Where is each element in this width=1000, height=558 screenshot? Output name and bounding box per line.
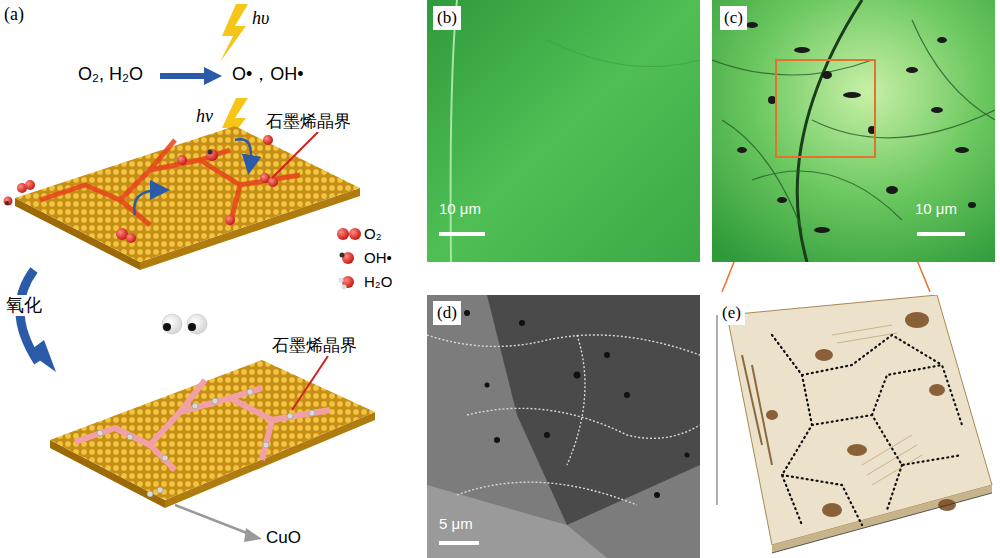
radical-label: O•，OH• [232, 64, 304, 85]
micrograph [427, 0, 700, 262]
scale-bar-label: 5 μm [439, 515, 473, 532]
process-label: 氧化 [6, 295, 42, 316]
panel-label: (a) [4, 4, 24, 25]
panel-label: (e) [718, 301, 745, 325]
product-label: CuO [266, 528, 301, 548]
image-panel: (d) 5 μm [427, 295, 700, 558]
image-panel: (b) 10 μm [427, 0, 700, 262]
panel-label: (b) [433, 6, 461, 30]
scale-bar-label: 10 μm [915, 200, 957, 217]
grain-boundary-label: 石墨烯晶界 [272, 336, 357, 356]
image-panel: (c) 10 μm [712, 0, 995, 262]
panel-label: (d) [433, 301, 461, 325]
reactant-label: O₂, H₂O [78, 64, 143, 85]
legend-label: OH• [364, 249, 392, 266]
legend-label: O₂ [364, 225, 382, 242]
panel-label: (c) [720, 6, 747, 30]
legend-label: H₂O [364, 273, 392, 290]
scale-bar-label: 10 μm [439, 200, 481, 217]
photon-label: hν [196, 106, 213, 127]
micrograph [712, 295, 995, 558]
image-panel: (e) [712, 295, 995, 558]
grain-boundary-label: 石墨烯晶界 [266, 112, 351, 132]
photon-label: hυ [252, 8, 269, 29]
micrograph [712, 0, 995, 262]
